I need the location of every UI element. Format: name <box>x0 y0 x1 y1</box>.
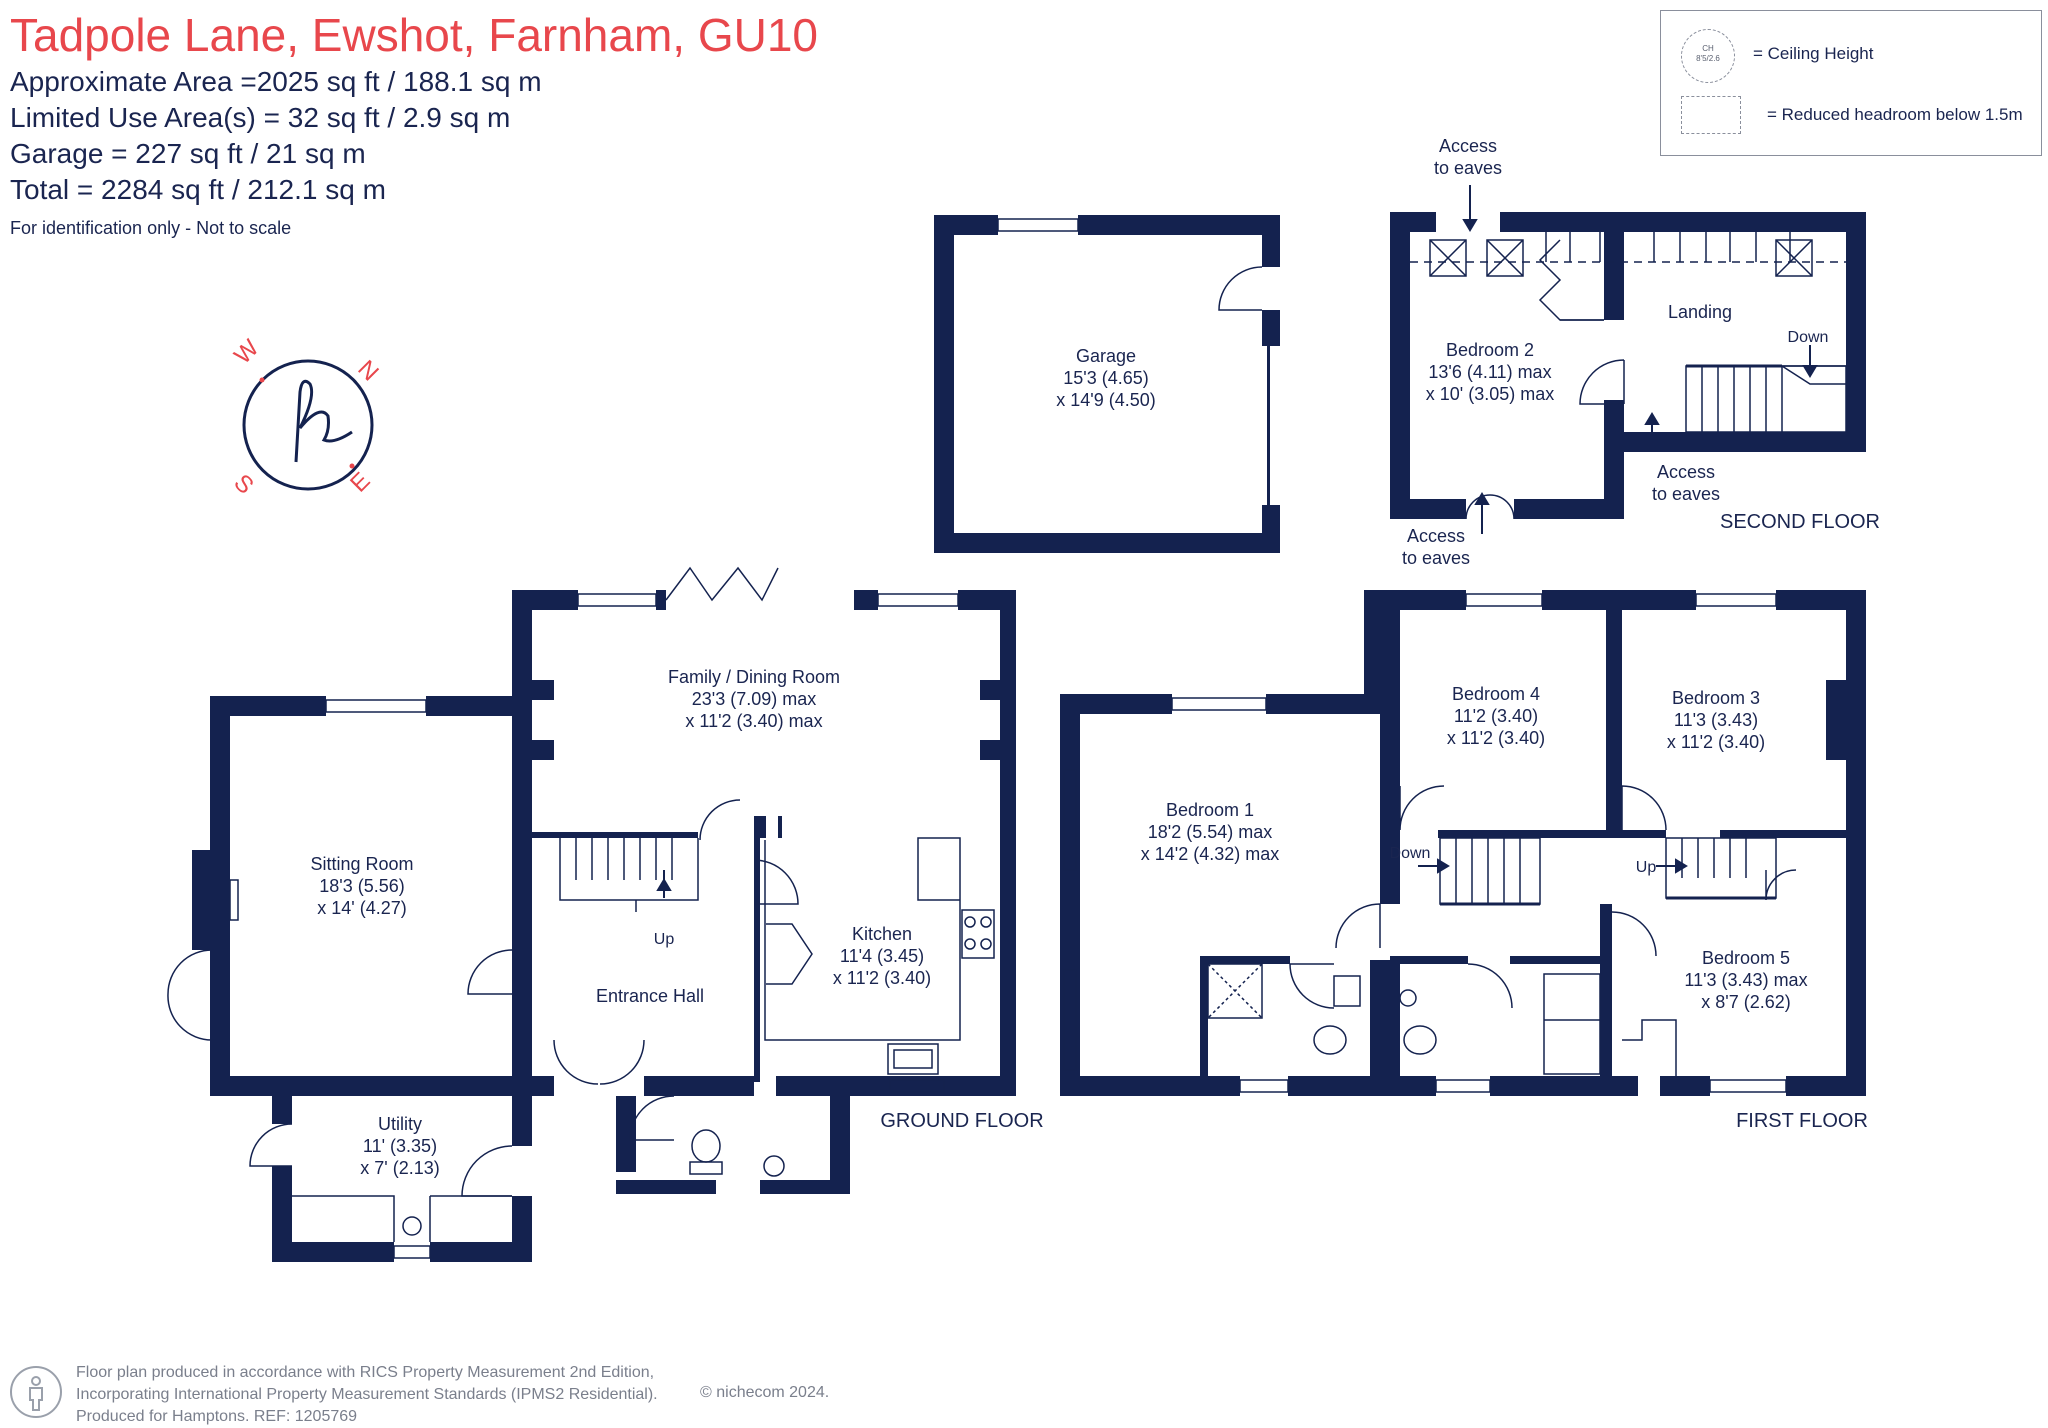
bed5-name: Bedroom 5 <box>1702 948 1790 968</box>
ch-symbol-bottom: 8'5/2.6 <box>1696 54 1720 63</box>
approx-area: Approximate Area =2025 sq ft / 188.1 sq … <box>10 66 542 97</box>
access-bottom-line2: to eaves <box>1402 548 1470 568</box>
reduced-headroom-icon <box>1681 96 1741 134</box>
up-ground-label: Up <box>654 931 675 948</box>
identification-note: For identification only - Not to scale <box>10 218 292 238</box>
utility-dim1: 11' (3.35) <box>363 1136 437 1156</box>
legend: CH 8'5/2.6 = Ceiling Height = Reduced he… <box>1660 10 2042 156</box>
bed1-dim2: x 14'2 (4.32) max <box>1141 844 1280 864</box>
compass-logo: W N S E <box>228 334 383 499</box>
sitting-name: Sitting Room <box>310 854 413 874</box>
copyright: © nichecom 2024. <box>700 1384 830 1401</box>
bed1-dim1: 18'2 (5.54) max <box>1148 822 1273 842</box>
family-dim1: 23'3 (7.09) max <box>692 689 817 709</box>
ground-floor-label: GROUND FLOOR <box>880 1110 1043 1132</box>
reduced-headroom-label: = Reduced headroom below 1.5m <box>1767 105 2023 124</box>
property-title: Tadpole Lane, Ewshot, Farnham, GU10 <box>10 9 819 61</box>
access-right-line1: Access <box>1657 462 1715 482</box>
family-name: Family / Dining Room <box>668 667 840 687</box>
bed3-name: Bedroom 3 <box>1672 688 1760 708</box>
ceiling-height-label: = Ceiling Height <box>1753 44 1874 63</box>
compass-w: W <box>229 334 264 369</box>
bed2-dim2: x 10' (3.05) max <box>1426 384 1555 404</box>
kitchen-name: Kitchen <box>852 924 912 944</box>
bed5-dim1: 11'3 (3.43) max <box>1684 970 1807 990</box>
bed4-dim2: x 11'2 (3.40) <box>1447 728 1545 748</box>
access-top-line2: to eaves <box>1434 158 1502 178</box>
bed3-dim1: 11'3 (3.43) <box>1674 710 1758 730</box>
garage-area: Garage = 227 sq ft / 21 sq m <box>10 138 366 169</box>
access-right-line2: to eaves <box>1652 484 1720 504</box>
kitchen-dim1: 11'4 (3.45) <box>840 946 924 966</box>
access-top-line1: Access <box>1439 136 1497 156</box>
sitting-dim2: x 14' (4.27) <box>317 898 406 918</box>
ch-symbol-top: CH <box>1702 44 1714 53</box>
bed2-name: Bedroom 2 <box>1446 340 1534 360</box>
garage-dim2: x 14'9 (4.50) <box>1056 390 1156 410</box>
footer-line3: Produced for Hamptons. REF: 1205769 <box>76 1408 358 1425</box>
bed4-name: Bedroom 4 <box>1452 684 1540 704</box>
limited-use-area: Limited Use Area(s) = 32 sq ft / 2.9 sq … <box>10 102 511 133</box>
sitting-dim1: 18'3 (5.56) <box>319 876 405 896</box>
second-floor-label: SECOND FLOOR <box>1720 511 1880 533</box>
access-bottom-line1: Access <box>1407 526 1465 546</box>
down-first-label: Down <box>1390 845 1431 862</box>
plan-details <box>167 218 1847 1259</box>
footer-line2: Incorporating International Property Mea… <box>76 1386 658 1403</box>
kitchen-dim2: x 11'2 (3.40) <box>833 968 931 988</box>
bed1-name: Bedroom 1 <box>1166 800 1254 820</box>
bed5-dim2: x 8'7 (2.62) <box>1701 992 1790 1012</box>
first-floor-label: FIRST FLOOR <box>1736 1110 1868 1132</box>
up-first-label: Up <box>1636 859 1657 876</box>
garage-name: Garage <box>1076 346 1136 366</box>
garage-dim1: 15'3 (4.65) <box>1063 368 1149 388</box>
down-second-label: Down <box>1788 329 1829 346</box>
landing-name: Landing <box>1668 302 1732 322</box>
footer-text: Floor plan produced in accordance with R… <box>76 1362 658 1428</box>
ceiling-height-icon: CH 8'5/2.6 <box>1681 29 1735 83</box>
bed3-dim2: x 11'2 (3.40) <box>1667 732 1765 752</box>
utility-dim2: x 7' (2.13) <box>360 1158 439 1178</box>
arrows <box>656 185 1818 898</box>
bed2-dim1: 13'6 (4.11) max <box>1428 362 1551 382</box>
person-icon <box>10 1366 62 1418</box>
compass-s: S <box>228 469 258 499</box>
hall-name: Entrance Hall <box>596 986 704 1006</box>
bed4-dim1: 11'2 (3.40) <box>1454 706 1538 726</box>
family-dim2: x 11'2 (3.40) max <box>685 711 822 731</box>
footer-line1: Floor plan produced in accordance with R… <box>76 1364 655 1381</box>
room-labels: Garage 15'3 (4.65) x 14'9 (4.50) Family … <box>310 136 1880 1178</box>
walls <box>192 212 1866 1262</box>
utility-name: Utility <box>378 1114 422 1134</box>
total-area: Total = 2284 sq ft / 212.1 sq m <box>10 174 386 205</box>
